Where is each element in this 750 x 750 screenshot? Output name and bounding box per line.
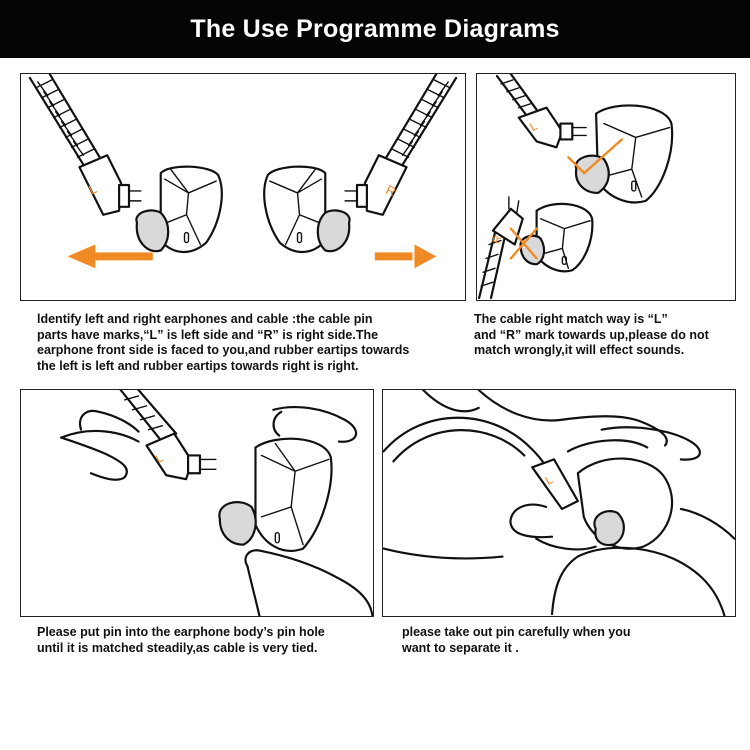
right-cable [344, 74, 458, 216]
cross-mark-icon [509, 227, 538, 260]
match-illustration: L R [478, 74, 674, 300]
hand-holding-cable [60, 390, 217, 481]
remove-illustration: L [383, 390, 735, 616]
caption-match: The cable right match way is “L” and “R”… [474, 312, 709, 359]
wrong-connection [478, 196, 594, 300]
caption-line: The cable right match way is “L” [474, 312, 668, 326]
hand-bottom [383, 503, 735, 616]
caption-insert: Please put pin into the earphone body’s … [37, 625, 325, 656]
page-title: The Use Programme Diagrams [190, 14, 560, 43]
caption-line: Please put pin into the earphone body’s … [37, 625, 325, 639]
hand-holding-earphone [244, 406, 373, 616]
caption-line: ldentify left and right earphones and ca… [37, 312, 373, 326]
caption-line: the left is left and rubber eartips towa… [37, 358, 359, 373]
remove-earphone [576, 457, 674, 550]
diagram-panel-remove: L [382, 389, 736, 617]
caption-line: earphone front side is faced to you,and … [37, 343, 410, 357]
caption-line: and “R” mark towards up,please do not [474, 327, 709, 342]
bottom-cable-mark: R [490, 234, 504, 246]
insert-earphone [218, 437, 333, 552]
cable-curve [383, 416, 579, 511]
header-banner: The Use Programme Diagrams [0, 0, 750, 58]
caption-identify: ldentify left and right earphones and ca… [37, 312, 409, 374]
correct-connection [495, 74, 674, 204]
left-earphone [135, 165, 223, 254]
check-mark-icon [567, 138, 624, 175]
caption-line: until it is matched steadily,as cable is… [37, 640, 318, 655]
arrow-left-icon [67, 244, 153, 269]
caption-remove: please take out pin carefully when you w… [402, 625, 631, 656]
identify-illustration: L R [28, 74, 458, 269]
caption-line: please take out pin carefully when you [402, 625, 631, 639]
caption-line: want to separate it . [402, 640, 519, 655]
diagram-panel-match: L R [476, 73, 736, 301]
caption-line: match wrongly,it will effect sounds. [474, 343, 685, 357]
diagram-panel-identify: L R [20, 73, 466, 301]
left-cable [28, 74, 142, 216]
right-earphone [263, 165, 351, 254]
arrow-right-icon [374, 244, 437, 269]
hand-top [422, 390, 701, 461]
insert-illustration: L [60, 390, 373, 616]
caption-line: parts have marks,“L” is left side and “R… [37, 327, 379, 342]
diagram-panel-insert: L [20, 389, 374, 617]
